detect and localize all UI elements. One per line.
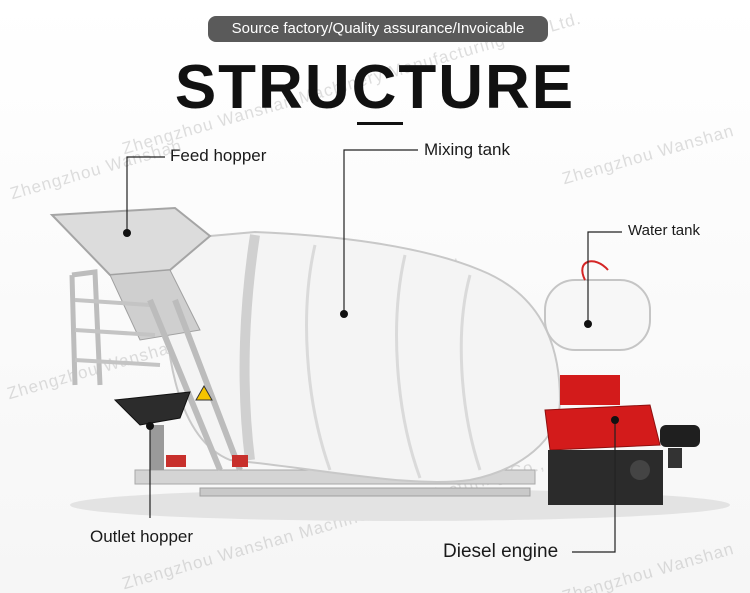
support-frame (147, 298, 243, 472)
drum-seam-1 (305, 244, 332, 471)
decal-red (166, 455, 186, 467)
outlet-hopper (113, 391, 191, 426)
diesel-engine-label: Diesel engine (443, 541, 559, 562)
water-tank-label: Water tank (628, 222, 700, 239)
outlet-hopper-label: Outlet hopper (90, 527, 194, 546)
diesel-engine-dot (611, 416, 619, 424)
base-rail-lower (199, 487, 531, 497)
water-tank-leader (587, 231, 622, 324)
ladder-rails (69, 269, 103, 386)
title-underline (357, 122, 403, 125)
water-tank-dot (584, 320, 592, 328)
feed-hopper-leader (126, 156, 165, 233)
mixing-tank-label: Mixing tank (424, 140, 510, 159)
feed-hopper (49, 206, 212, 277)
mixing-tank-leader (343, 149, 418, 314)
outlet-hopper-dot (146, 422, 154, 430)
engine-radiator-cover (544, 404, 661, 451)
feed-hopper-label: Feed hopper (170, 146, 267, 165)
drum-seam-2 (395, 254, 422, 479)
engine-fuel-tank (560, 375, 620, 405)
decal-red-2 (232, 455, 248, 467)
page-title: STRUCTURE (174, 53, 576, 122)
water-tank (544, 279, 651, 351)
platform-railing (74, 298, 161, 367)
outlet-post (150, 425, 164, 470)
engine-air-filter (660, 425, 700, 447)
mixing-drum (163, 230, 562, 483)
feed-hopper-dot (123, 229, 131, 237)
drum-band (239, 234, 260, 461)
engine-exhaust (668, 448, 682, 468)
diesel-engine-leader (572, 420, 616, 553)
mixing-tank-dot (340, 310, 348, 318)
promo-banner: Source factory/Quality assurance/Invoica… (208, 16, 548, 42)
water-line (581, 260, 609, 281)
engine-pulley (630, 460, 650, 480)
drum-seam-3 (459, 274, 482, 471)
warning-sign-icon (195, 384, 213, 401)
